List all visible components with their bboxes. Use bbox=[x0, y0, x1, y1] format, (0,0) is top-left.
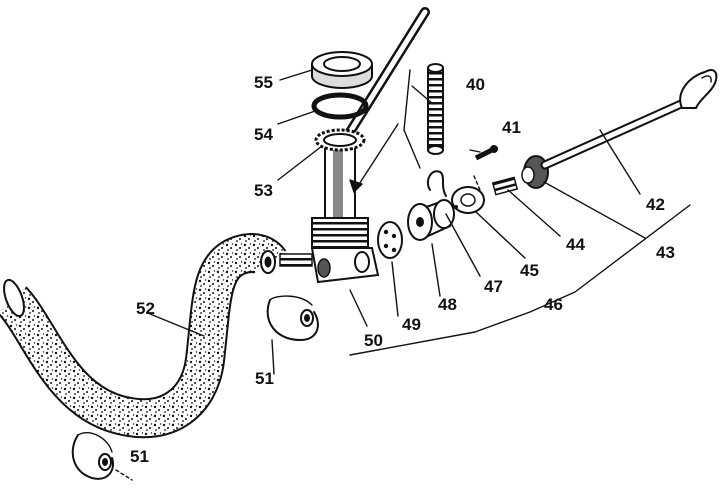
screw-41 bbox=[473, 145, 498, 191]
label-44: 44 bbox=[566, 235, 585, 254]
part-labels: 40 41 42 43 44 45 46 47 48 49 50 51 51 5… bbox=[130, 73, 675, 466]
label-46: 46 bbox=[544, 295, 563, 314]
label-40: 40 bbox=[466, 75, 485, 94]
label-53: 53 bbox=[254, 181, 273, 200]
hose-clip-51-lower bbox=[71, 432, 114, 480]
label-52: 52 bbox=[136, 299, 155, 318]
label-54: 54 bbox=[254, 125, 273, 144]
label-43: 43 bbox=[656, 243, 675, 262]
label-50: 50 bbox=[364, 331, 383, 350]
label-55: 55 bbox=[254, 73, 273, 92]
label-45: 45 bbox=[520, 261, 539, 280]
washer-53 bbox=[314, 128, 366, 152]
spring-clip-47 bbox=[426, 170, 447, 197]
plate-45 bbox=[451, 186, 485, 214]
label-51-upper: 51 bbox=[255, 369, 274, 388]
ring-nut-55 bbox=[311, 51, 373, 89]
pin-40 bbox=[427, 63, 444, 155]
label-47: 47 bbox=[484, 277, 503, 296]
bush-44 bbox=[491, 176, 519, 196]
lever-42 bbox=[540, 69, 718, 170]
label-51-lower: 51 bbox=[130, 447, 149, 466]
label-41: 41 bbox=[502, 118, 521, 137]
filter-disc-49 bbox=[377, 221, 403, 259]
hose-clip-51-upper bbox=[266, 295, 319, 341]
label-42: 42 bbox=[646, 195, 665, 214]
cover-plug-48 bbox=[407, 199, 455, 241]
hose-52 bbox=[0, 233, 287, 439]
label-48: 48 bbox=[438, 295, 457, 314]
tap-body-50 bbox=[279, 7, 430, 284]
gasket-54 bbox=[311, 92, 369, 120]
leader-lines bbox=[115, 69, 691, 481]
label-49: 49 bbox=[402, 315, 421, 334]
